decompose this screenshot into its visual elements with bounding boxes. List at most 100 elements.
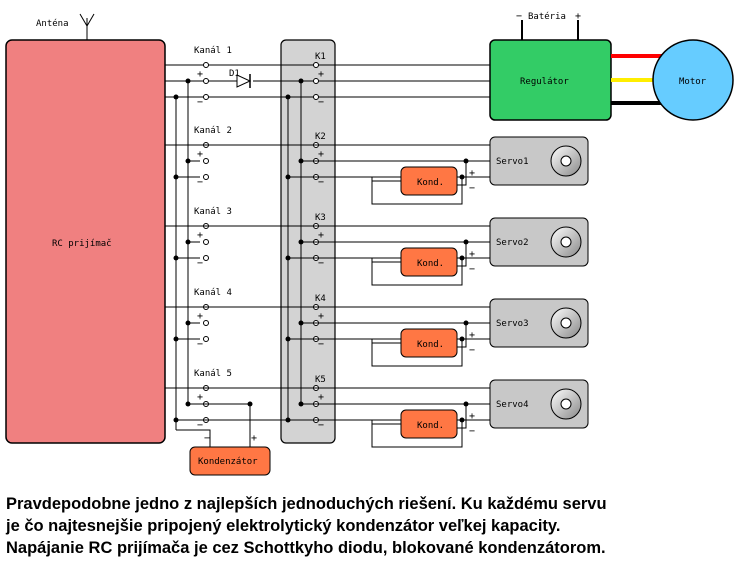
capacitor-minus-lead-3 (371, 339, 401, 344)
capacitor-minus-node-2 (459, 255, 465, 261)
servo-4-label: Servo4 (496, 400, 529, 410)
caption: Pravdepodobne jedno z najlepších jednodu… (6, 493, 734, 559)
connector-3-label: K3 (315, 213, 326, 223)
connector-5-label: K5 (315, 375, 326, 385)
motor-circle (652, 39, 734, 121)
regulator-label: Regulátor (520, 77, 569, 87)
caption-line-3: Napájanie RC prijímača je cez Schottkyho… (6, 539, 606, 557)
capacitor-minus-return-2 (371, 258, 463, 286)
channel-1-wires (165, 64, 490, 98)
caption-line-2: je čo najtesnejšie pripojený elektrolyti… (6, 517, 561, 535)
capacitor-minus-sign-1: − (469, 183, 475, 194)
connector-minus-sign-4: − (318, 339, 324, 350)
connector-plus-sign-2: + (318, 149, 324, 160)
connector-minus-sign-3: − (318, 258, 324, 269)
capacitor-minus-sign-2: − (469, 264, 475, 275)
receiver-plus-sign-1: + (197, 69, 203, 80)
connector-plus-sign-5: + (318, 392, 324, 403)
capacitor-plus-node-2 (463, 239, 469, 245)
receiver-plus-sign-5: + (197, 392, 203, 403)
receiver-minus-sign-3: − (197, 258, 203, 269)
wiring-diagram: Anténa RC prijímač D1 Regulátor Motor − … (5, 11, 734, 476)
connector-pin-1-0 (313, 62, 319, 68)
caption-line-1: Pravdepodobne jedno z najlepších jednodu… (6, 495, 607, 513)
antenna-label: Anténa (36, 18, 69, 29)
capacitor-plus-node-3 (463, 320, 469, 326)
receiver-pin-2-2 (203, 174, 209, 180)
connector-4-label: K4 (315, 294, 326, 304)
connector-2-label: K2 (315, 132, 326, 142)
receiver-pin-2-1 (203, 158, 209, 164)
motor-label: Motor (679, 77, 707, 87)
connector-plus-sign-3: + (318, 230, 324, 241)
main-capacitor-plus-node (247, 401, 253, 407)
servo-capacitor-3-label: Kond. (417, 340, 444, 350)
receiver-minus-sign-2: − (197, 177, 203, 188)
battery-wires (521, 20, 579, 40)
main-capacitor-label: Kondenzátor (198, 457, 258, 467)
capacitor-minus-node-1 (459, 174, 465, 180)
channel-3-label: Kanál 3 (194, 207, 232, 217)
rc-receiver-box (5, 39, 166, 444)
capacitor-plus-lead-2 (457, 242, 467, 267)
capacitor-minus-return-3 (371, 339, 463, 367)
servo-capacitor-4-label: Kond. (417, 421, 444, 431)
connector-plus-sign-1: + (318, 69, 324, 80)
diode-label: D1 (229, 69, 240, 79)
receiver-plus-sign-4: + (197, 311, 203, 322)
battery-plus: + (575, 11, 581, 22)
capacitor-plus-lead-3 (457, 323, 467, 348)
connector-minus-sign-2: − (318, 177, 324, 188)
receiver-pin-3-1 (203, 239, 209, 245)
connector-1-label: K1 (315, 52, 326, 62)
receiver-pin-1-2 (203, 94, 209, 100)
main-capacitor-box (189, 446, 271, 476)
antenna-icon (79, 13, 95, 40)
receiver-pin-4-1 (203, 320, 209, 326)
battery-minus: − (516, 11, 522, 22)
connector-pin-1-2 (313, 94, 319, 100)
capacitor-minus-lead-2 (371, 258, 401, 263)
channel-2-label: Kanál 2 (194, 126, 232, 136)
capacitor-plus-lead-1 (457, 161, 467, 186)
main-capacitor-minus: − (204, 433, 210, 444)
servo-2-label: Servo2 (496, 238, 529, 248)
servo-2-shaft (560, 236, 572, 248)
channel-4-label: Kanál 4 (194, 288, 232, 298)
servo-capacitor-2-label: Kond. (417, 259, 444, 269)
receiver-plus-sign-2: + (197, 149, 203, 160)
channel-5-label: Kanál 5 (194, 369, 232, 379)
receiver-minus-sign-1: − (197, 97, 203, 108)
capacitor-minus-sign-4: − (469, 426, 475, 437)
capacitor-minus-sign-3: − (469, 345, 475, 356)
capacitor-plus-node-4 (463, 401, 469, 407)
capacitor-minus-node-4 (459, 417, 465, 423)
capacitor-plus-sign-1: + (469, 168, 475, 179)
main-capacitor-plus: + (251, 433, 257, 444)
capacitor-plus-sign-2: + (469, 249, 475, 260)
capacitor-minus-lead-4 (371, 420, 401, 425)
servo-3-label: Servo3 (496, 319, 529, 329)
receiver-pin-4-2 (203, 336, 209, 342)
servo-1-shaft (560, 155, 572, 167)
servo-capacitor-1-label: Kond. (417, 178, 444, 188)
capacitor-plus-lead-4 (457, 404, 467, 429)
servo-4-shaft (560, 398, 572, 410)
receiver-minus-sign-4: − (197, 339, 203, 350)
capacitor-minus-node-3 (459, 336, 465, 342)
receiver-plus-sign-3: + (197, 230, 203, 241)
capacitor-minus-return-1 (371, 177, 463, 205)
main-capacitor-minus-lead (176, 429, 211, 447)
capacitor-plus-sign-4: + (469, 411, 475, 422)
battery-label: Batéria (528, 11, 566, 22)
channel-1-label: Kanál 1 (194, 46, 232, 56)
capacitor-plus-sign-3: + (469, 330, 475, 341)
servo-3-shaft (560, 317, 572, 329)
capacitor-minus-return-4 (371, 420, 463, 448)
servo-1-label: Servo1 (496, 157, 529, 167)
connector-minus-sign-5: − (318, 420, 324, 431)
receiver-pin-3-2 (203, 255, 209, 261)
connector-plus-sign-4: + (318, 311, 324, 322)
connector-minus-sign-1: − (318, 97, 324, 108)
